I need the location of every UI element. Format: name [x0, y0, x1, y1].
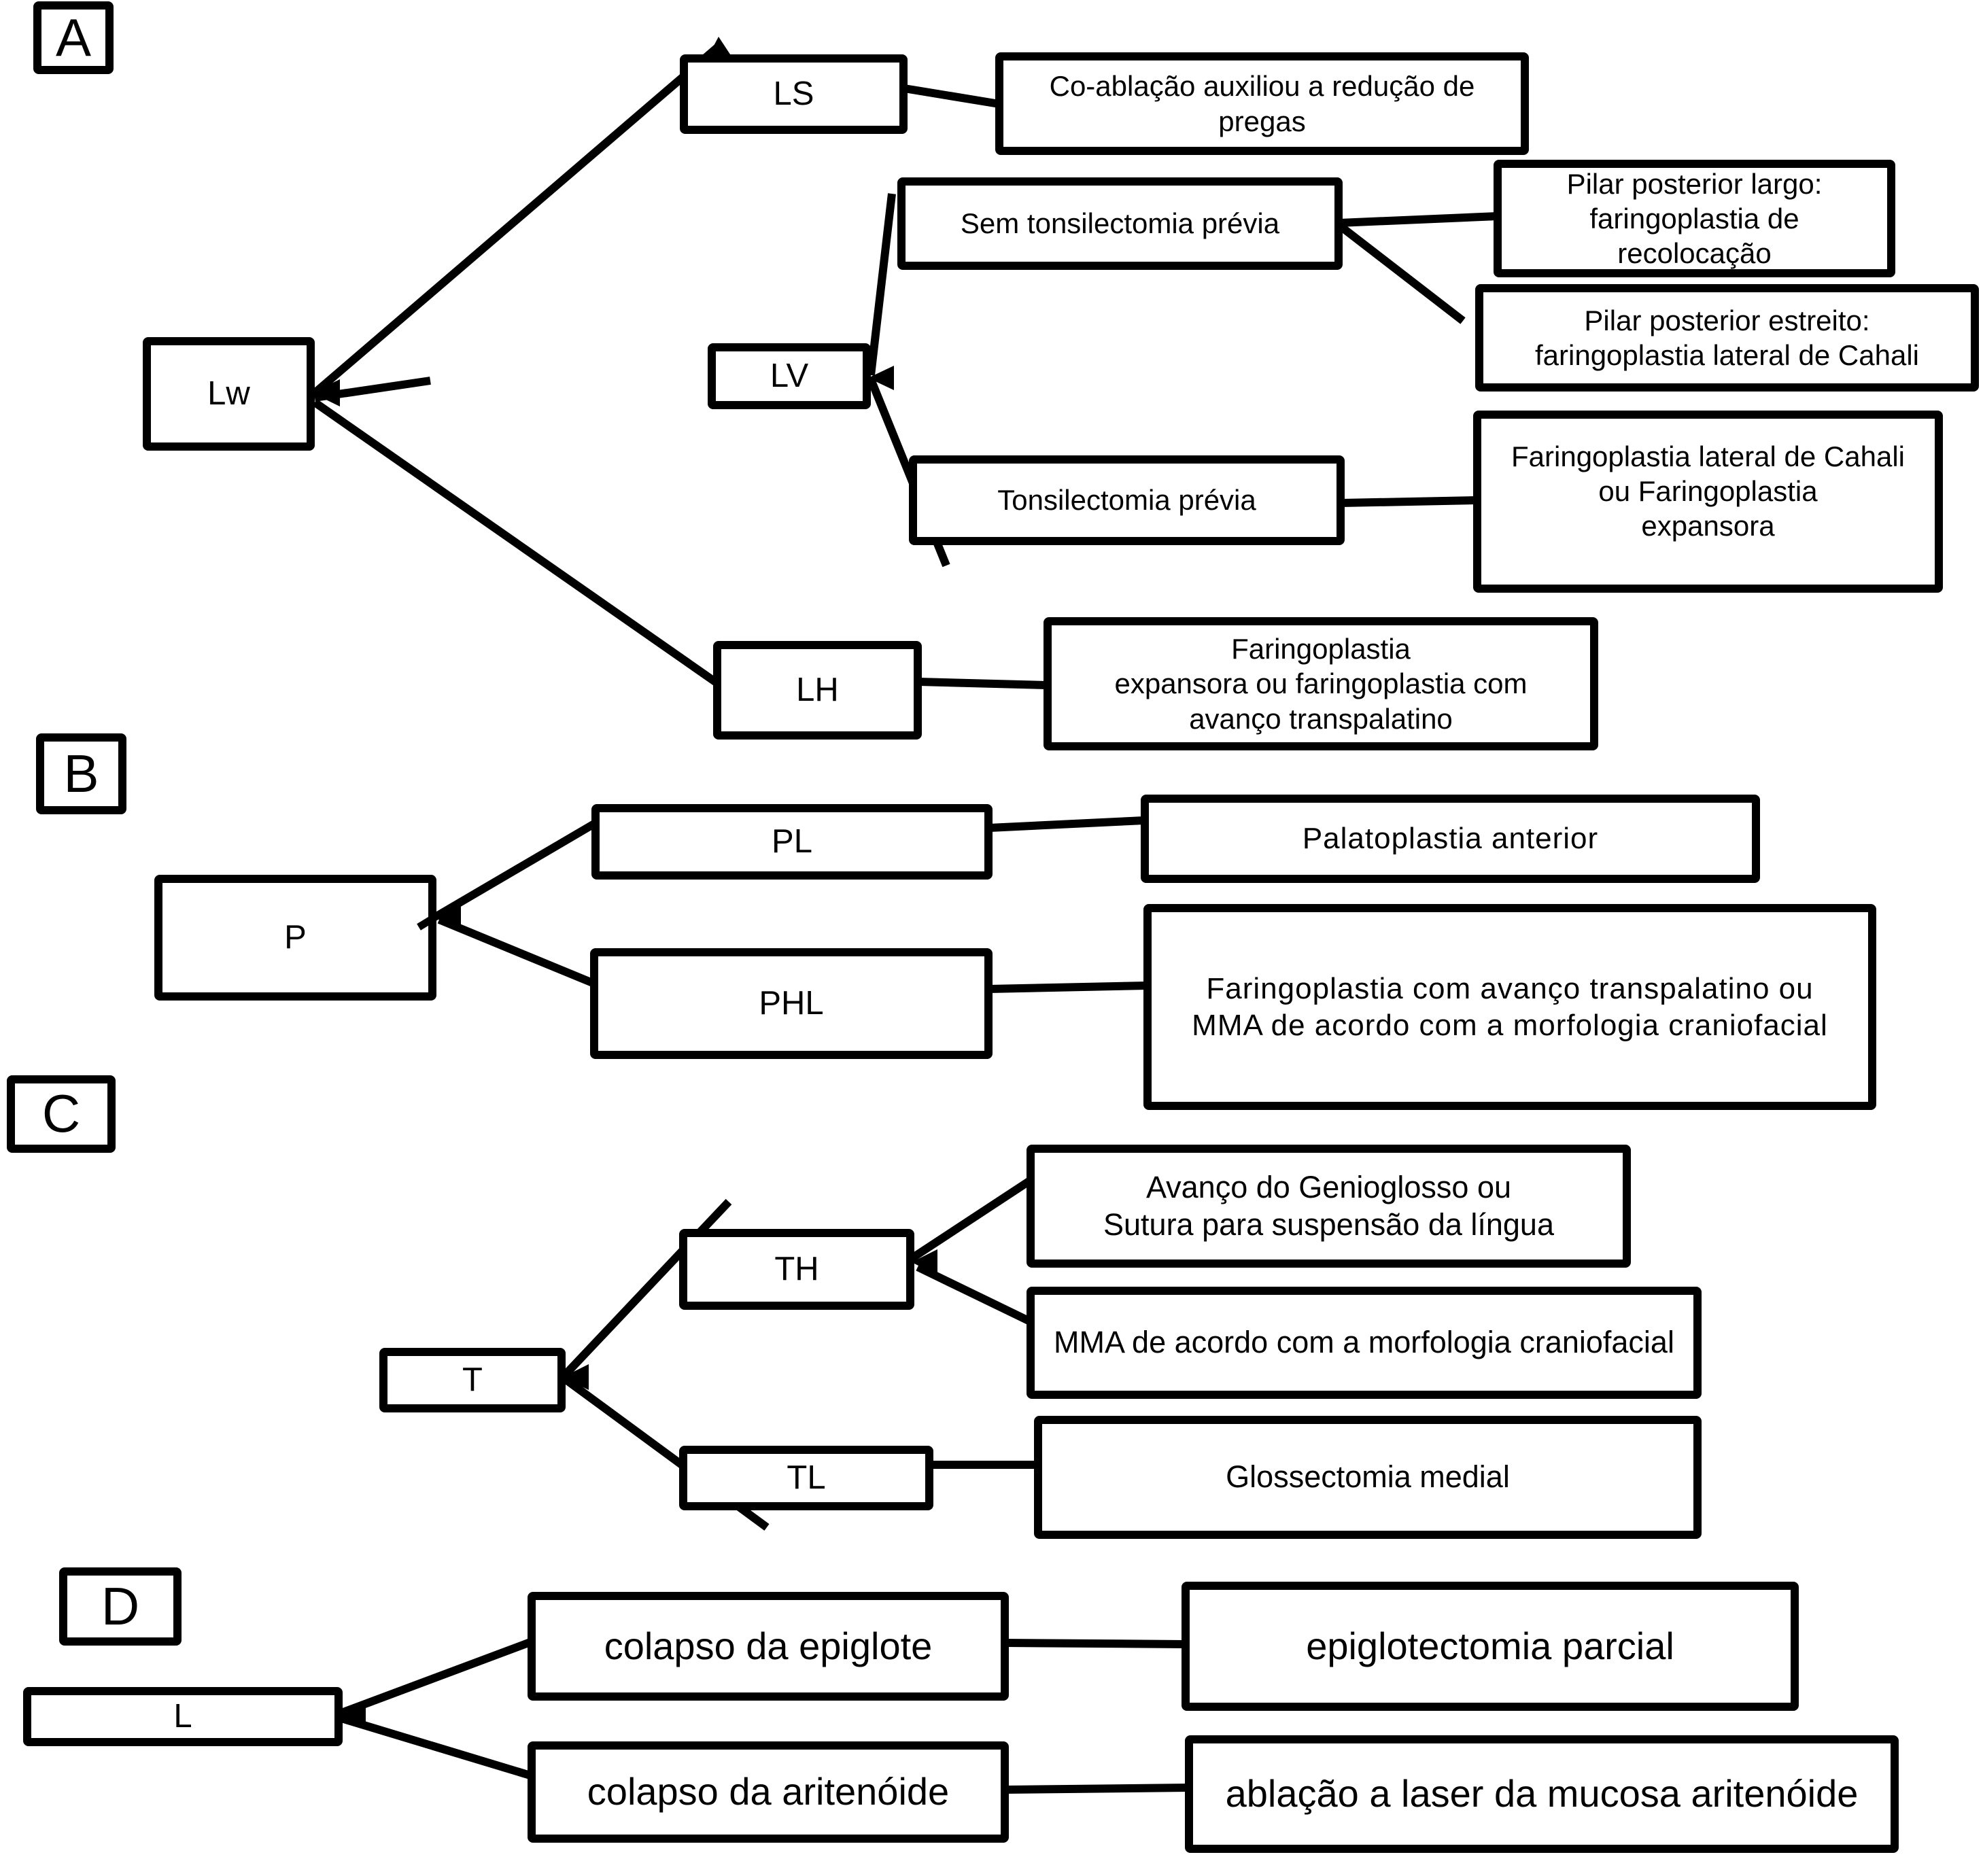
node-lh: LH [713, 641, 922, 740]
node-p: P [154, 875, 436, 1001]
connector-lh-outcome [918, 678, 1048, 689]
branch-arytenoid-collapse: colapso da aritenóide [528, 1741, 1009, 1843]
outcome-th-mma: MMA de acordo com a morfologia craniofac… [1027, 1287, 1702, 1399]
connector-lw-ls [312, 40, 725, 396]
panel-label-b: B [36, 733, 126, 814]
node-t: T [379, 1348, 566, 1412]
connector-l-aritenoide [340, 1714, 532, 1779]
connector-epiglote-outcome [1005, 1639, 1186, 1648]
outcome-tl-glossectomia: Glossectomia medial [1034, 1416, 1702, 1539]
connector-pl-outcome [988, 816, 1145, 832]
connector-p-phl [437, 916, 596, 988]
connector-l-epiglote [339, 1638, 532, 1717]
panel-label-c: C [7, 1075, 116, 1153]
connector-aritenoide-outcome [1005, 1784, 1189, 1794]
node-pl: PL [591, 804, 993, 880]
connector-ls-outcome [903, 84, 1000, 108]
node-tl: TL [679, 1446, 933, 1510]
outcome-ls: Co-ablação auxiliou a redução de pregas [995, 52, 1529, 155]
connector-p-pl [434, 820, 597, 920]
node-phl: PHL [590, 948, 993, 1059]
connector-lw-lh [312, 399, 725, 690]
node-lv: LV [708, 343, 871, 409]
outcome-lh: Faringoplastia expansora ou faringoplast… [1044, 617, 1598, 750]
node-th: TH [679, 1229, 914, 1310]
connector-th-mma [916, 1263, 1032, 1325]
outcome-arytenoid: ablação a laser da mucosa aritenóide [1185, 1735, 1899, 1853]
branch-prior-tonsillectomy: Tonsilectomia prévia [909, 455, 1345, 545]
node-ls: LS [680, 54, 908, 134]
outcome-th-genioglosso: Avanço do Genioglosso ou Sutura para sus… [1027, 1145, 1631, 1268]
outcome-epiglottis: epiglotectomia parcial [1182, 1582, 1799, 1711]
branch-epiglottis-collapse: colapso da epiglote [528, 1592, 1009, 1701]
outcome-prior-tonsillectomy: Faringoplastia lateral de Cahali ou Fari… [1473, 411, 1943, 593]
outcome-narrow-posterior-pillar: Pilar posterior estreito: faringoplastia… [1475, 284, 1979, 392]
outcome-pl: Palatoplastia anterior [1141, 795, 1760, 883]
connector-lv-sem-tonsilectomia [867, 193, 896, 376]
connector-sem-pilar-largo [1339, 212, 1498, 227]
node-lw: Lw [143, 337, 315, 451]
node-l: L [23, 1687, 343, 1746]
connector-th-avanco [908, 1177, 1033, 1263]
outcome-wide-posterior-pillar: Pilar posterior largo: faringoplastia de… [1494, 160, 1895, 277]
panel-label-d: D [59, 1567, 182, 1646]
connector-tonsilectomia-outcome [1341, 496, 1477, 507]
branch-no-prior-tonsillectomy: Sem tonsilectomia prévia [897, 177, 1343, 270]
panel-label-a: A [33, 1, 114, 74]
connector-phl-outcome [988, 982, 1148, 993]
connector-sem-pilar-estreito [1338, 223, 1466, 324]
outcome-phl: Faringoplastia com avanço transpalatino … [1143, 904, 1876, 1110]
